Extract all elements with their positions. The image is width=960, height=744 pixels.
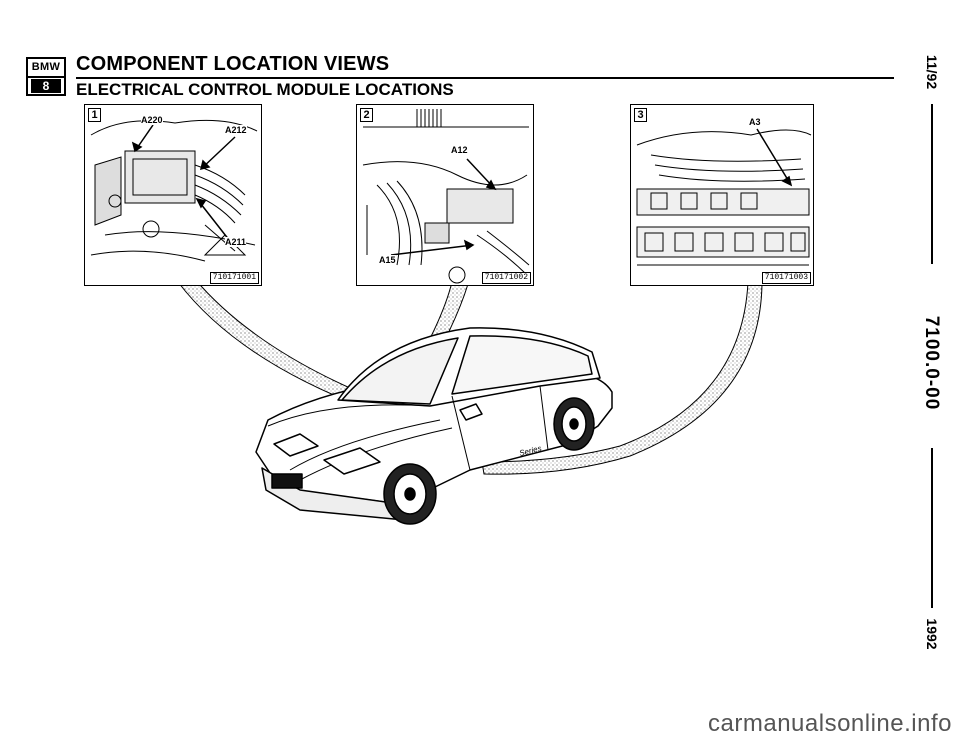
figure-code-2: 710171002	[481, 272, 531, 284]
header-rule	[76, 77, 894, 79]
page-title: COMPONENT LOCATION VIEWS	[76, 53, 390, 75]
label-a15: A15	[379, 255, 396, 265]
label-a220: A220	[141, 115, 163, 125]
view-number-2: 2	[360, 108, 373, 122]
watermark-text: carmanualsonline.info	[708, 710, 952, 737]
margin-rule-top	[931, 104, 933, 264]
bmw-coupe-drawing	[255, 327, 613, 525]
label-a12: A12	[451, 145, 468, 155]
engine-bay-sketch-2	[362, 109, 530, 284]
callout-band-1	[177, 277, 352, 397]
detail-view-2: 2 A12 A15 710171002	[356, 104, 534, 286]
label-a212: A212	[225, 125, 247, 135]
logo-series-number: 8	[31, 79, 61, 93]
view-number-3: 3	[634, 108, 647, 122]
bmw-8-series-logo: BMW 8	[26, 57, 66, 96]
callout-band-3	[481, 281, 763, 475]
logo-brand-text: BMW	[28, 59, 64, 78]
module-rack-sketch-3	[636, 128, 812, 266]
label-a3: A3	[749, 117, 761, 127]
detail-view-3: 3 A3 710171003	[630, 104, 814, 286]
margin-rule-bottom	[931, 448, 933, 608]
engine-bay-sketch-1	[90, 119, 258, 262]
view-number-1: 1	[88, 108, 101, 122]
label-a211: A211	[225, 237, 247, 247]
page-subtitle: ELECTRICAL CONTROL MODULE LOCATIONS	[76, 80, 454, 99]
figure-code-1: 710171001	[209, 272, 259, 284]
figure-code-3: 710171003	[761, 272, 811, 284]
detail-view-1: 1 A220 A212 A211 710171001	[84, 104, 262, 286]
